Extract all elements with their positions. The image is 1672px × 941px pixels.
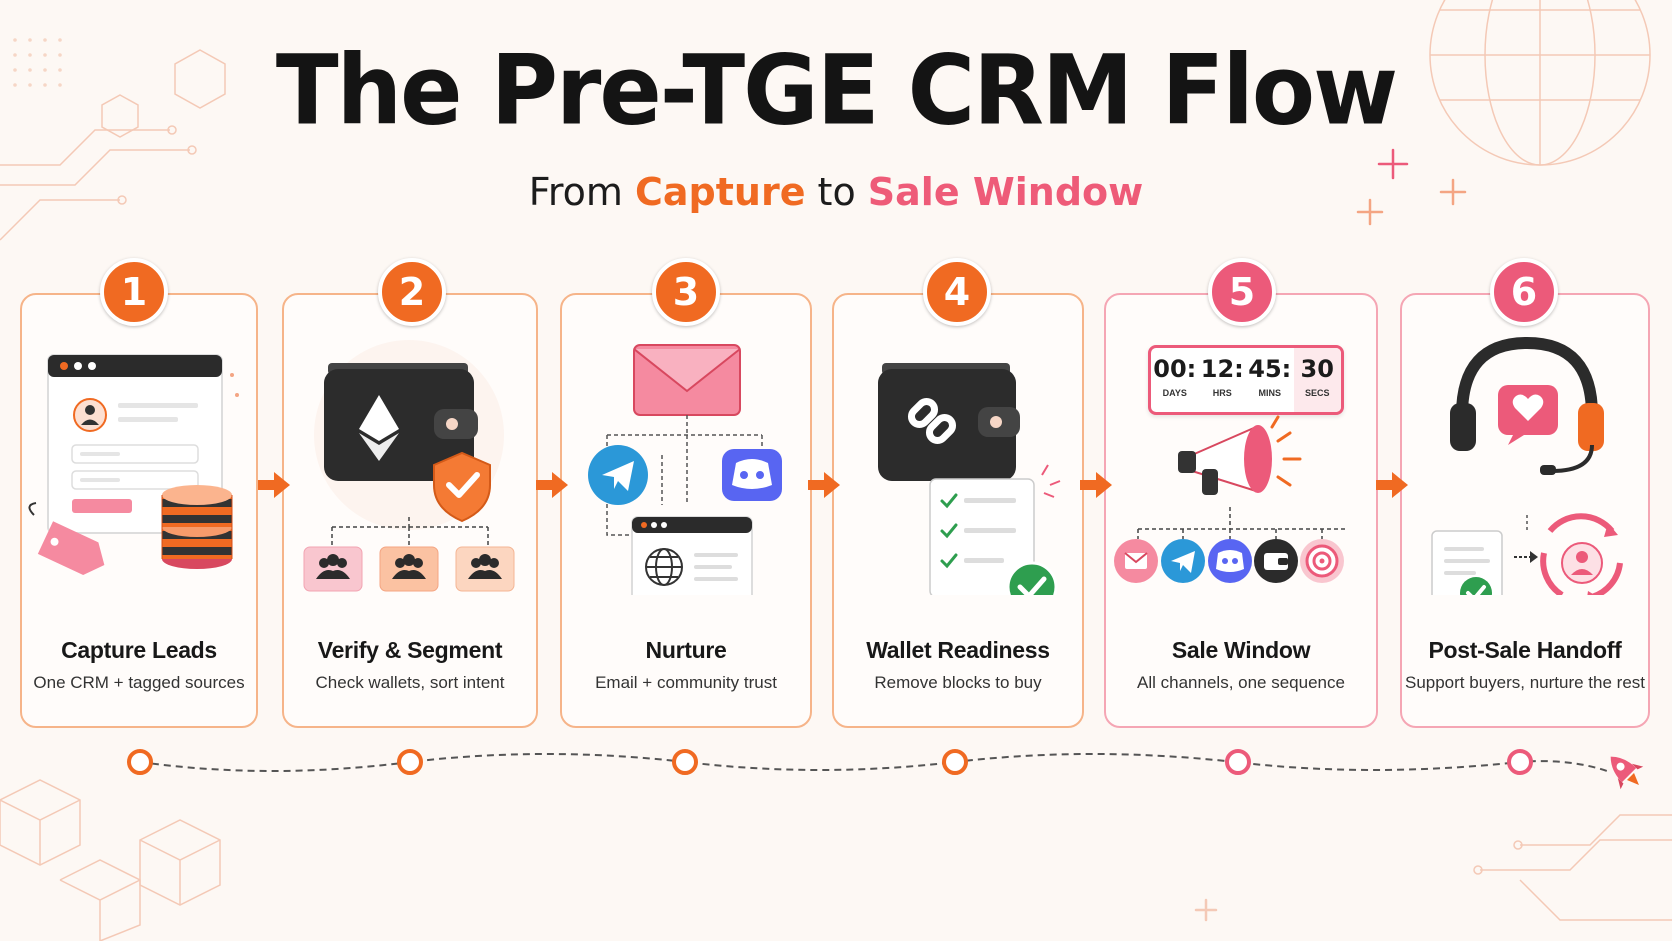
countdown-hours: 12: HRS: [1200, 355, 1244, 398]
step-number-badge-4: 4: [923, 258, 991, 326]
step-title: Capture Leads: [61, 637, 217, 663]
page-title: The Pre-TGE CRM Flow: [275, 34, 1398, 147]
email-telegram-discord-web-icon: [588, 344, 782, 595]
arrow-right-icon: [258, 472, 290, 498]
rocket-icon: [1610, 756, 1644, 790]
step-number-badge-2: 2: [378, 258, 446, 326]
progress-timeline: [127, 749, 1644, 790]
step-title: Post-Sale Handoff: [1428, 637, 1622, 663]
page-subtitle: From Capture to Sale Window: [0, 170, 1672, 214]
arrow-right-icon: [808, 472, 840, 498]
subtitle-highlight-sale-window: Sale Window: [867, 170, 1144, 214]
step-description: Email + community trust: [595, 673, 777, 692]
step-number-badge-6: 6: [1490, 258, 1558, 326]
arrow-right-icon: [536, 472, 568, 498]
step-description: One CRM + tagged sources: [33, 673, 245, 692]
step-description: All channels, one sequence: [1137, 673, 1345, 692]
subtitle-middle: to: [805, 170, 868, 214]
step-card-verify-segment: Verify & Segment Check wallets, sort int…: [282, 293, 538, 728]
step-title: Sale Window: [1171, 637, 1311, 663]
step-title: Wallet Readiness: [866, 637, 1050, 663]
subtitle-highlight-capture: Capture: [635, 170, 806, 214]
arrow-right-icon: [1376, 472, 1408, 498]
headset-support-handoff-icon: [1431, 336, 1623, 595]
step-card-sale-window: 00: DAYS 12: HRS 45: MINS 30 SECS: [1104, 293, 1378, 728]
step-number-badge-5: 5: [1208, 258, 1276, 326]
step-description: Check wallets, sort intent: [315, 673, 505, 692]
step-title: Verify & Segment: [317, 637, 503, 663]
countdown-secs: 30 SECS: [1293, 348, 1341, 412]
step-description: Remove blocks to buy: [874, 673, 1042, 692]
countdown-megaphone-channels-icon: [1114, 415, 1346, 583]
step-card-nurture: Nurture Email + community trust: [560, 293, 812, 728]
countdown-days: 00: DAYS: [1153, 355, 1197, 398]
signup-form-database-tag-icon: [28, 354, 239, 575]
step-description: Support buyers, nurture the rest: [1404, 673, 1646, 692]
step-card-wallet-readiness: Wallet Readiness Remove blocks to buy: [832, 293, 1084, 728]
step-card-post-sale-handoff: Post-Sale Handoff Support buyers, nurtur…: [1400, 293, 1650, 728]
wallet-link-checklist-icon: [878, 363, 1061, 595]
arrow-right-icon: [1080, 472, 1112, 498]
step-card-capture-leads: Capture Leads One CRM + tagged sources: [20, 293, 258, 728]
step-number-badge-1: 1: [100, 258, 168, 326]
step-title: Nurture: [645, 637, 727, 663]
subtitle-prefix: From: [528, 170, 635, 214]
step-number-badge-3: 3: [652, 258, 720, 326]
ethereum-wallet-shield-icon: [303, 340, 515, 592]
countdown-timer: 00: DAYS 12: HRS 45: MINS 30 SECS: [1148, 345, 1344, 415]
countdown-mins: 45: MINS: [1248, 355, 1292, 398]
